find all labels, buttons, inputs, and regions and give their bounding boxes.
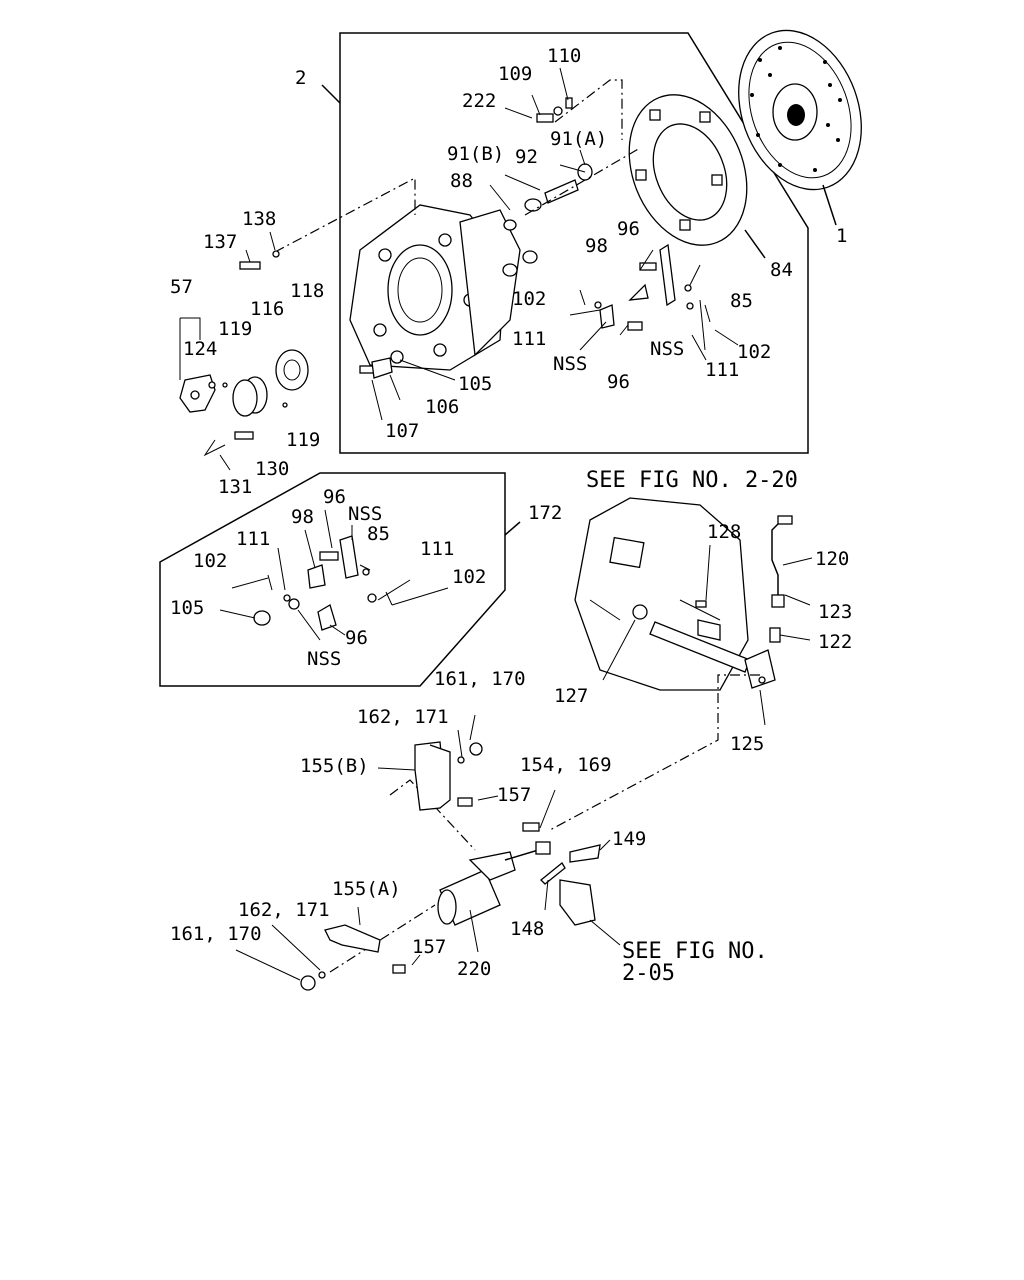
callout-96c: 96 [323, 486, 346, 508]
callout-137: 137 [203, 231, 237, 253]
callout-nss4: NSS [307, 648, 341, 670]
callout-222: 222 [462, 90, 496, 112]
callout-148: 148 [510, 918, 544, 940]
part-callout-labels: 2 110 109 222 91(B) 92 91(A) 88 138 137 … [170, 45, 852, 986]
callout-1: 1 [836, 225, 847, 247]
callout-92: 92 [515, 146, 538, 168]
bracket-155b [414, 741, 483, 811]
clutch-cover [349, 204, 521, 371]
callout-127: 127 [554, 685, 588, 707]
callout-110: 110 [547, 45, 581, 67]
callout-57: 57 [170, 276, 193, 298]
callout-107: 107 [385, 420, 419, 442]
callout-155a: 155(A) [332, 878, 401, 900]
pressure-plate [628, 94, 748, 246]
detail-172-parts [253, 535, 393, 631]
see-fig-2-05-line1: SEE FIG NO. [622, 939, 768, 964]
callout-123: 123 [818, 601, 852, 623]
callout-91b: 91(B) [447, 143, 504, 165]
callout-106: 106 [425, 396, 459, 418]
frame-hardware [359, 97, 711, 379]
callout-130: 130 [255, 458, 289, 480]
callout-84: 84 [770, 259, 793, 281]
assembly-2-frame [339, 32, 809, 454]
callout-nss2: NSS [650, 338, 684, 360]
callout-131: 131 [218, 476, 252, 498]
release-fork-group [179, 250, 309, 440]
callout-154-169: 154, 169 [520, 754, 612, 776]
bracket-155a [300, 924, 406, 991]
clutch-pipe [769, 515, 793, 643]
callout-157a: 157 [497, 784, 531, 806]
callout-102a: 102 [512, 288, 546, 310]
callout-105b: 105 [170, 597, 204, 619]
detail-172-frame [159, 472, 506, 687]
callout-105a: 105 [458, 373, 492, 395]
callout-149: 149 [612, 828, 646, 850]
callout-125: 125 [730, 733, 764, 755]
callout-2: 2 [295, 67, 306, 89]
callout-109: 109 [498, 63, 532, 85]
callout-102d: 102 [452, 566, 486, 588]
callout-161-170a: 161, 170 [434, 668, 526, 690]
callout-162-171b: 162, 171 [238, 899, 330, 921]
callout-88: 88 [450, 170, 473, 192]
callout-102c: 102 [193, 550, 227, 572]
callout-111c: 111 [236, 528, 270, 550]
callout-122: 122 [818, 631, 852, 653]
transmission-housing [574, 497, 776, 691]
callout-96a: 96 [617, 218, 640, 240]
callout-119b: 119 [286, 429, 320, 451]
callout-138: 138 [242, 208, 276, 230]
callout-111d: 111 [420, 538, 454, 560]
callout-155b: 155(B) [300, 755, 369, 777]
callout-98a: 98 [585, 235, 608, 257]
callout-nss3: NSS [348, 503, 382, 525]
callout-116: 116 [250, 298, 284, 320]
callout-162-171a: 162, 171 [357, 706, 449, 728]
callout-nss1: NSS [553, 353, 587, 375]
callout-220: 220 [457, 958, 491, 980]
callout-98b: 98 [291, 506, 314, 528]
callout-161-170b: 161, 170 [170, 923, 262, 945]
callout-111a: 111 [512, 328, 546, 350]
callout-118: 118 [290, 280, 324, 302]
see-fig-2-20: SEE FIG NO. 2-20 [586, 468, 798, 493]
callout-96d: 96 [345, 627, 368, 649]
callout-102b: 102 [737, 341, 771, 363]
clutch-disc [738, 29, 862, 191]
callout-124: 124 [183, 338, 217, 360]
callout-120: 120 [815, 548, 849, 570]
callout-111b: 111 [705, 359, 739, 381]
callout-85a: 85 [730, 290, 753, 312]
callout-128: 128 [707, 521, 741, 543]
clutch-cylinder [437, 822, 601, 926]
callout-85b: 85 [367, 523, 390, 545]
callout-172: 172 [528, 502, 562, 524]
callout-157b: 157 [412, 936, 446, 958]
see-fig-2-05-line2: 2-05 [622, 961, 675, 986]
callout-119a: 119 [218, 318, 252, 340]
callout-96b: 96 [607, 371, 630, 393]
callout-91a: 91(A) [550, 128, 607, 150]
